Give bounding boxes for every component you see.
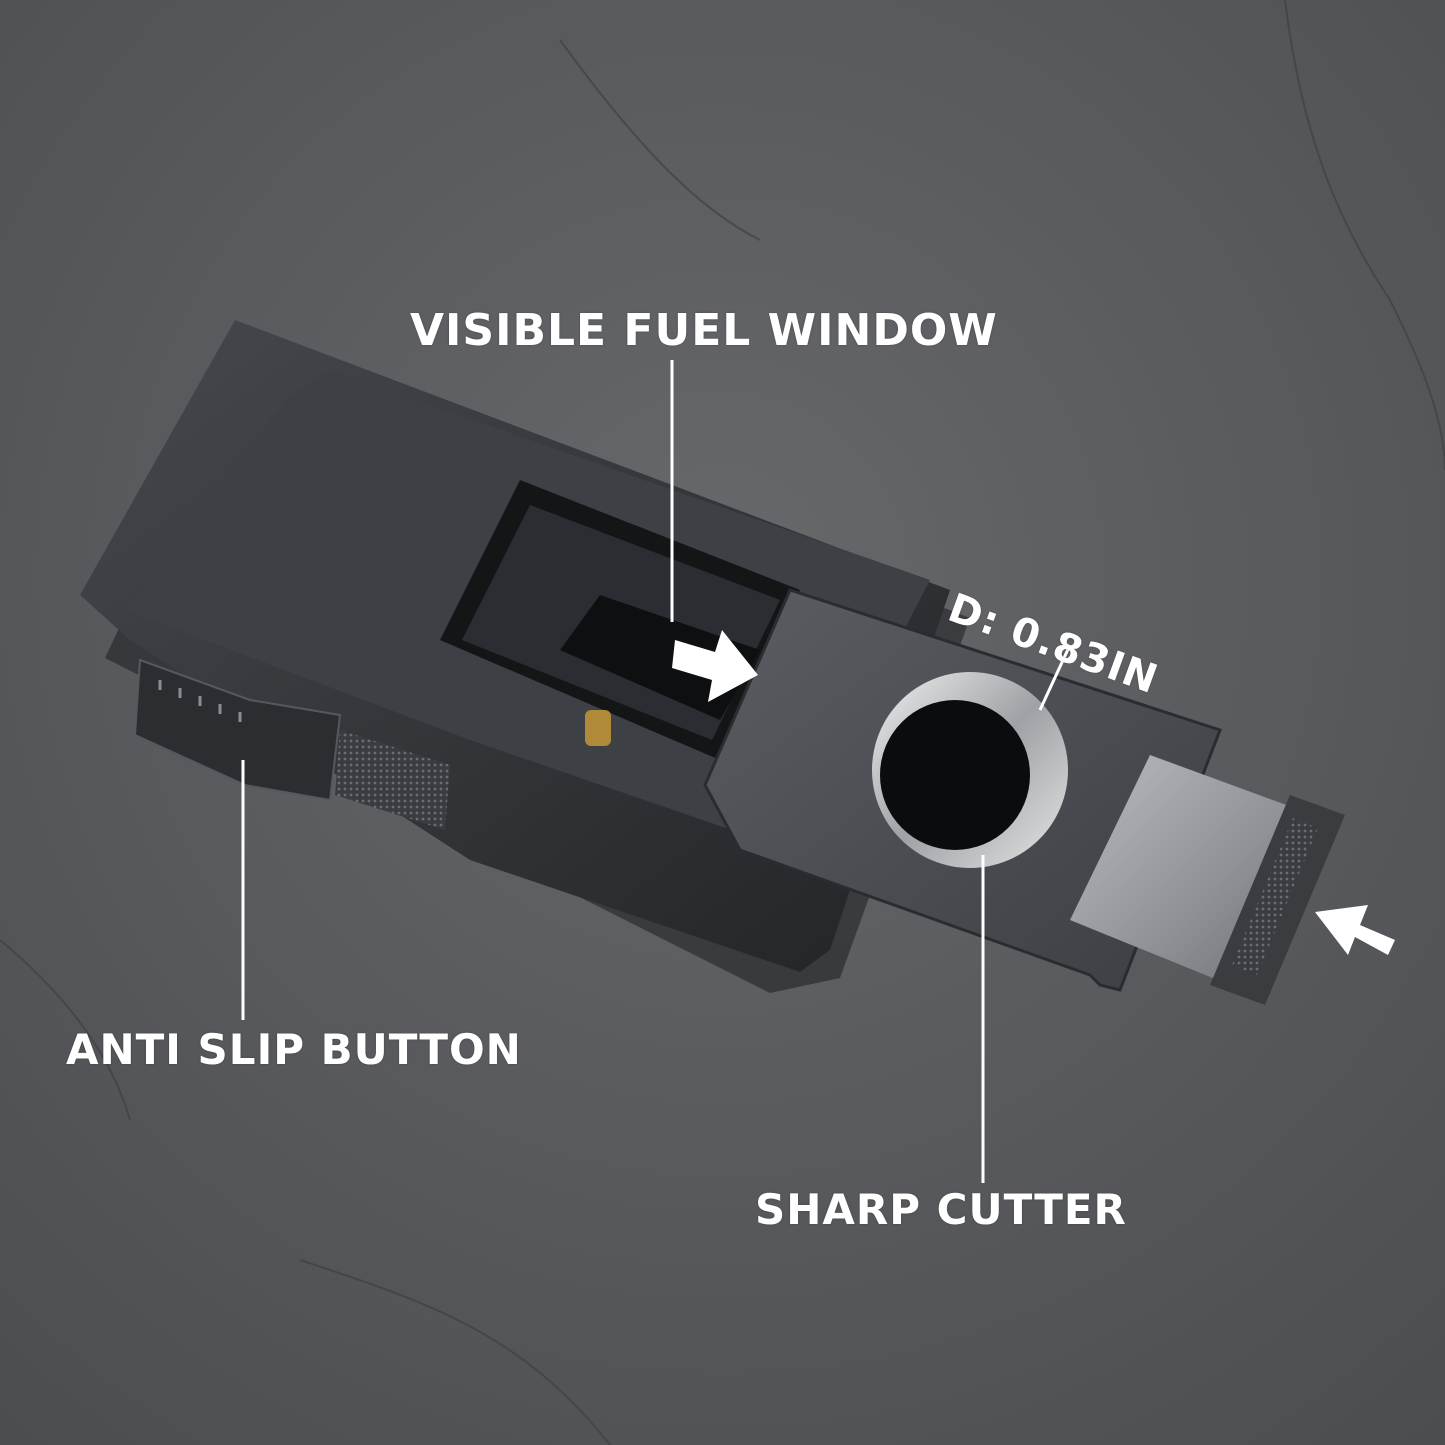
- leader-lines: [241, 360, 1072, 1183]
- button-ridges: [158, 680, 242, 722]
- anti-slip-button-shape: [133, 658, 342, 802]
- cutter-hole: [880, 700, 1030, 850]
- fuel-valve: [585, 710, 611, 746]
- cutter-label: SHARP CUTTER: [755, 1185, 1127, 1234]
- cutter-assembly: [703, 588, 1345, 1005]
- diameter-leader: [1038, 644, 1072, 711]
- anti-slip-label: ANTI SLIP BUTTON: [66, 1025, 522, 1074]
- fuel-window-label: VISIBLE FUEL WINDOW: [410, 305, 998, 356]
- right-arrow-icon: [672, 630, 758, 702]
- left-arrow-icon: [1315, 905, 1395, 955]
- blade-knurl: [1232, 818, 1318, 975]
- fuel-tank: [560, 595, 760, 720]
- knurled-grip: [335, 730, 450, 830]
